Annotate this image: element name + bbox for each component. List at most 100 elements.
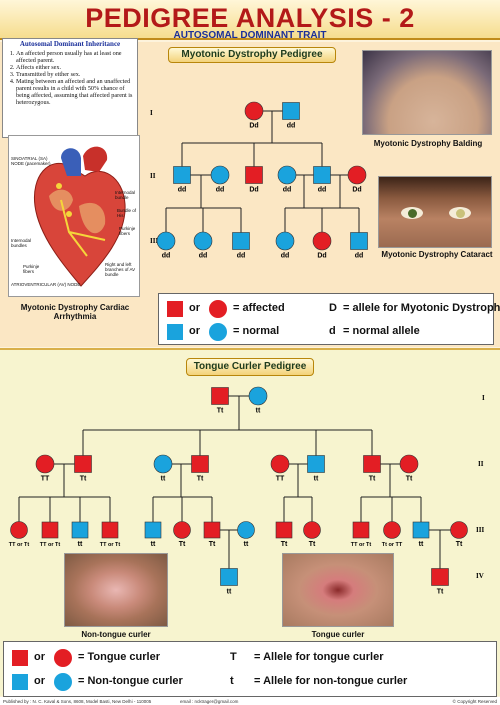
page-title: PEDIGREE ANALYSIS - 2 <box>85 3 415 33</box>
legend-D-def: = allele for Myotonic Dystrophy <box>343 302 500 314</box>
genotype-label: Tt <box>209 541 216 548</box>
normal-female-symbol <box>209 323 227 341</box>
heart-caption: Myotonic Dystrophy Cardiac Arrhythmia <box>20 303 130 321</box>
genotype-label: TT or Tt <box>100 542 121 548</box>
balding-photo <box>362 50 492 135</box>
legend-or: or <box>189 325 200 337</box>
genotype-label: Dd <box>352 187 361 194</box>
genotype-label: TT <box>276 476 285 483</box>
affected-female-symbol <box>347 165 367 185</box>
heart-label: Purkinje fibers <box>23 264 40 274</box>
non-tongue-curler-photo <box>64 553 168 627</box>
legend-normal: = normal <box>233 325 280 337</box>
generation-label: I <box>150 109 153 117</box>
affected-female-symbol <box>450 521 468 539</box>
genotype-label: dd <box>318 187 327 194</box>
genotype-label: TT <box>41 476 50 483</box>
genotype-label: tt <box>227 589 232 596</box>
heart-label: Right and left branches of AV bundle <box>105 262 136 277</box>
genotype-label: Dd <box>317 253 326 260</box>
genotype-label: dd <box>216 187 225 194</box>
generation-label: III <box>150 237 158 245</box>
heart-label: SINOATRIAL (SA) NODE (pacemaker) <box>11 156 51 166</box>
eye-icon <box>449 207 471 219</box>
normal-female-symbol <box>193 231 213 251</box>
affected-male-symbol <box>191 455 209 473</box>
normal-male-symbol <box>144 521 162 539</box>
tongue-curler-pedigree-title: Tongue Curler Pedigree <box>186 358 314 376</box>
genotype-label: tt <box>244 541 249 548</box>
genotype-label: dd <box>355 253 364 260</box>
affected-female-symbol <box>173 521 191 539</box>
legend-t-def: = Allele for non-tongue curler <box>254 675 408 687</box>
legend-T: T <box>230 651 237 663</box>
normal-female-symbol <box>277 165 297 185</box>
legend-or: or <box>34 675 45 687</box>
affected-female-symbol <box>54 649 72 667</box>
affected-male-symbol <box>275 521 293 539</box>
affected-male-symbol <box>211 387 229 405</box>
affected-male-symbol <box>203 521 221 539</box>
heart-illustration <box>33 146 126 287</box>
genotype-label: Tt <box>309 541 316 548</box>
genotype-label: TT or Tt <box>351 542 372 548</box>
legend-or: or <box>189 302 200 314</box>
tongue-curler-caption: Tongue curler <box>311 630 365 639</box>
normal-female-symbol <box>210 165 230 185</box>
footer: Published by : N. C. Kaval & Sons, 8608,… <box>0 697 500 705</box>
genotype-label: dd <box>237 253 246 260</box>
normal-male-symbol <box>350 232 368 250</box>
generation-label: IV <box>476 572 484 580</box>
genotype-label: dd <box>287 123 296 130</box>
affected-female-symbol <box>312 231 332 251</box>
myotonic-legend: or = affected D = allele for Myotonic Dy… <box>158 293 500 345</box>
normal-female-symbol <box>248 386 268 406</box>
generation-label: I <box>482 394 485 402</box>
normal-male-symbol <box>12 674 28 690</box>
normal-male-symbol <box>232 232 250 250</box>
genotype-label: dd <box>162 253 171 260</box>
genotype-label: tt <box>419 541 424 548</box>
genotype-label: tt <box>161 476 166 483</box>
non-tongue-curler-caption: Non-tongue curler <box>81 630 151 639</box>
affected-female-symbol <box>209 300 227 318</box>
legend-or: or <box>34 651 45 663</box>
genotype-label: dd <box>178 187 187 194</box>
genotype-label: Tt <box>80 476 87 483</box>
genotype-label: TT or Tt <box>40 542 61 548</box>
genotype-label: Tt <box>406 476 413 483</box>
normal-male-symbol <box>282 102 300 120</box>
normal-female-symbol <box>156 231 176 251</box>
genotype-label: tt <box>314 476 319 483</box>
footer-copyright: © Copyright Reserved <box>452 699 497 704</box>
legend-T-def: = Allele for tongue curler <box>254 651 384 663</box>
legend-d: d <box>329 325 336 337</box>
inheritance-title: Autosomal Dominant Inheritance <box>19 40 121 48</box>
normal-female-symbol <box>54 673 72 691</box>
footer-publisher: Published by : N. C. Kaval & Sons, 8608,… <box>3 699 152 704</box>
genotype-label: Tt or TT <box>382 542 403 548</box>
genotype-label: Tt <box>281 541 288 548</box>
affected-male-symbol <box>74 455 92 473</box>
genotype-label: dd <box>283 187 292 194</box>
affected-female-symbol <box>35 454 55 474</box>
generation-label: III <box>476 526 484 534</box>
genotype-label: dd <box>281 253 290 260</box>
normal-male-symbol <box>71 521 89 539</box>
heart-label: Purkinje fibers <box>119 226 136 236</box>
normal-male-symbol <box>173 166 191 184</box>
page-subtitle: AUTOSOMAL DOMINANT TRAIT <box>173 30 327 41</box>
tongue-curler-legend: or = Tongue curler T = Allele for tongue… <box>3 641 497 697</box>
heart-label: Internodal bundles <box>11 238 32 248</box>
inheritance-point: Mating between an affected and an unaffe… <box>16 78 134 106</box>
legend-t: t <box>230 675 234 687</box>
affected-male-symbol <box>167 301 183 317</box>
eye-icon <box>401 207 423 219</box>
legend-d-def: = normal allele <box>343 325 420 337</box>
inheritance-notes: Autosomal Dominant Inheritance An affect… <box>2 38 138 138</box>
genotype-label: tt <box>78 541 83 548</box>
cataract-photo <box>378 176 492 248</box>
affected-female-symbol <box>303 521 321 539</box>
inheritance-point: Affects either sex. <box>16 64 134 71</box>
